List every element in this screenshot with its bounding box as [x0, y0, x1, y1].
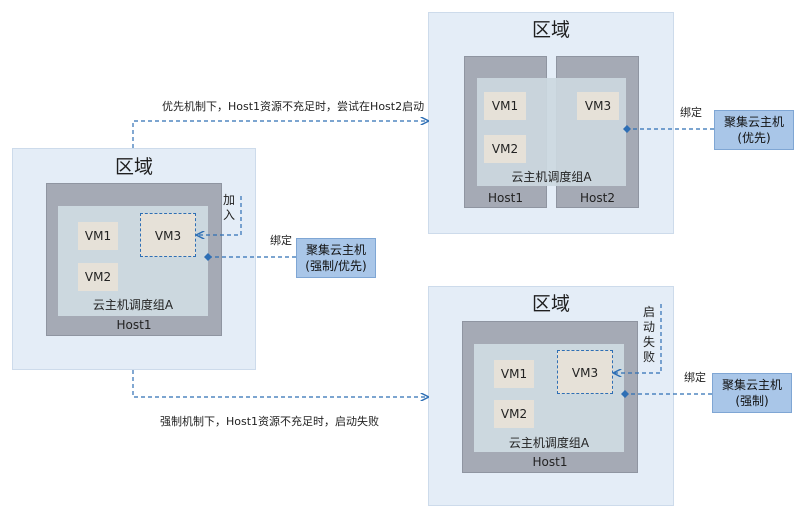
- bottom-connector-caption: 强制机制下，Host1资源不充足时，启动失败: [160, 415, 380, 428]
- bottom-vm2: VM2: [494, 400, 534, 428]
- left-bind-diamond: [204, 253, 212, 261]
- top-affinity-vm-badge[interactable]: 聚集云主机 (优先): [714, 110, 794, 150]
- left-bind-label: 绑定: [270, 234, 292, 247]
- left-affinity-line1: 聚集云主机: [305, 243, 366, 257]
- top-vm2: VM2: [484, 135, 526, 163]
- bottom-fail-arrow: [614, 304, 662, 373]
- bottom-fail-label: 启动失败: [642, 305, 655, 364]
- bottom-host1-label: Host1: [532, 455, 568, 469]
- top-host1-label: Host1: [488, 191, 523, 205]
- left-affinity-line2: (强制/优先): [305, 259, 367, 273]
- top-group-label: 云主机调度组A: [511, 170, 592, 184]
- top-affinity-line2: (优先): [737, 131, 771, 145]
- left-vm3: VM3: [147, 222, 189, 250]
- left-join-label: 加入: [222, 193, 235, 222]
- bottom-region-title: 区域: [531, 293, 570, 315]
- top-vm3: VM3: [577, 92, 619, 120]
- top-bind-diamond: [623, 125, 631, 133]
- left-group-label: 云主机调度组A: [92, 298, 174, 312]
- bottom-group-label: 云主机调度组A: [508, 436, 590, 450]
- bottom-connector-arrow: [132, 370, 428, 397]
- bottom-vm3: VM3: [564, 359, 606, 387]
- left-vm2: VM2: [78, 263, 118, 291]
- left-region-title: 区域: [114, 156, 153, 178]
- top-connector-arrow: [132, 121, 428, 148]
- top-vm1: VM1: [484, 92, 526, 120]
- bottom-bind-label: 绑定: [684, 371, 706, 384]
- top-bind-label: 绑定: [680, 106, 702, 119]
- left-affinity-vm-badge[interactable]: 聚集云主机 (强制/优先): [296, 238, 376, 278]
- top-host2-label: Host2: [580, 191, 615, 205]
- top-affinity-line1: 聚集云主机: [723, 115, 784, 129]
- bottom-affinity-line2: (强制): [735, 394, 769, 408]
- left-join-arrow: [197, 196, 242, 235]
- bottom-bind-diamond: [621, 390, 629, 398]
- bottom-affinity-line1: 聚集云主机: [721, 378, 782, 392]
- top-connector-caption: 优先机制下，Host1资源不充足时，尝试在Host2启动: [162, 100, 425, 113]
- bottom-affinity-vm-badge[interactable]: 聚集云主机 (强制): [712, 373, 792, 413]
- bottom-vm1: VM1: [494, 360, 534, 388]
- left-host1-label: Host1: [116, 318, 152, 332]
- top-region-title: 区域: [531, 19, 570, 41]
- left-vm1: VM1: [78, 222, 118, 250]
